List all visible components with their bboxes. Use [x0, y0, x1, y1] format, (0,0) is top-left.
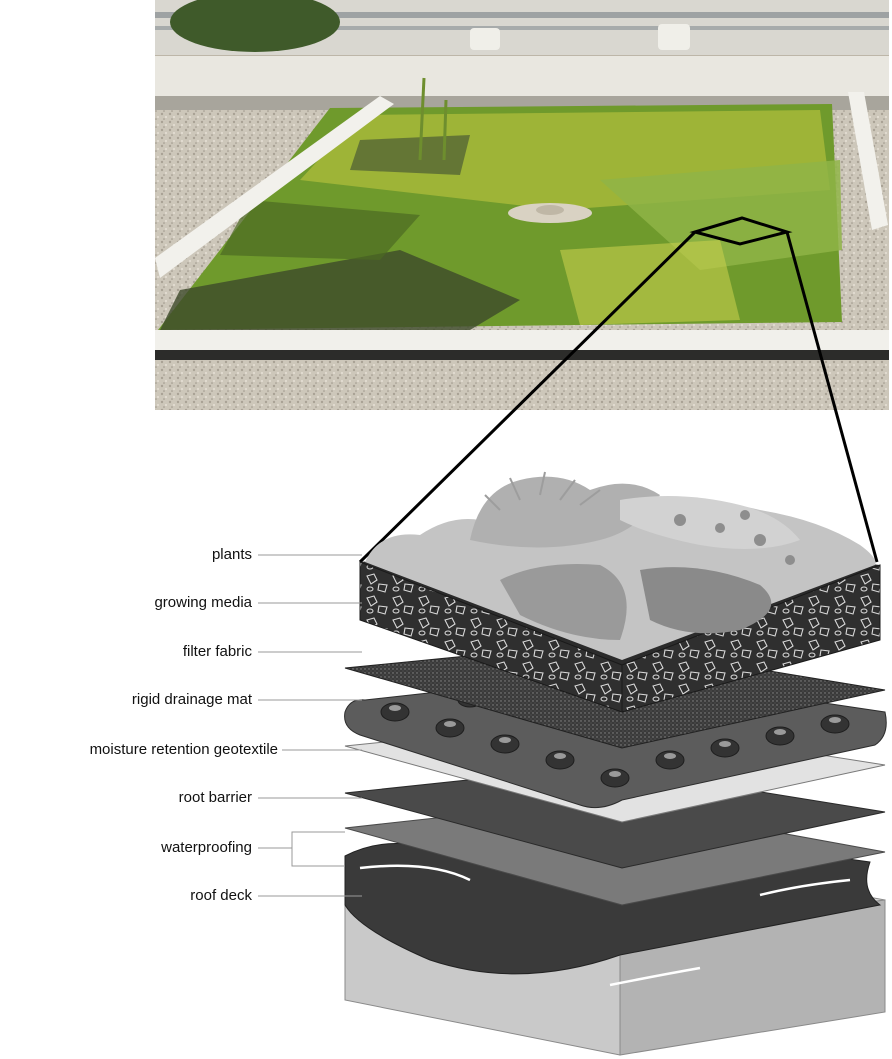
layer-plants	[365, 471, 876, 660]
label-filter-fabric: filter fabric	[182, 643, 252, 660]
tree-foliage	[170, 0, 340, 52]
label-growing-media: growing media	[154, 594, 252, 611]
leader-lines	[258, 554, 362, 897]
roof-photo	[155, 0, 889, 410]
parapet-wall	[155, 56, 889, 98]
tray-edge-right	[848, 92, 888, 230]
zoom-line-left	[358, 230, 697, 564]
zoom-line-right	[785, 231, 879, 563]
tray-edge-left	[155, 96, 394, 278]
label-rigid-drainage-mat: rigid drainage mat	[131, 691, 252, 708]
label-plants: plants	[211, 546, 252, 563]
label-waterproofing: waterproofing	[161, 839, 252, 856]
label-roof-deck: roof deck	[190, 887, 252, 904]
label-moisture-retention-geotextile: moisture retention geotextile	[89, 741, 278, 758]
tray-edge-front	[155, 330, 889, 352]
label-root-barrier: root barrier	[178, 789, 252, 806]
